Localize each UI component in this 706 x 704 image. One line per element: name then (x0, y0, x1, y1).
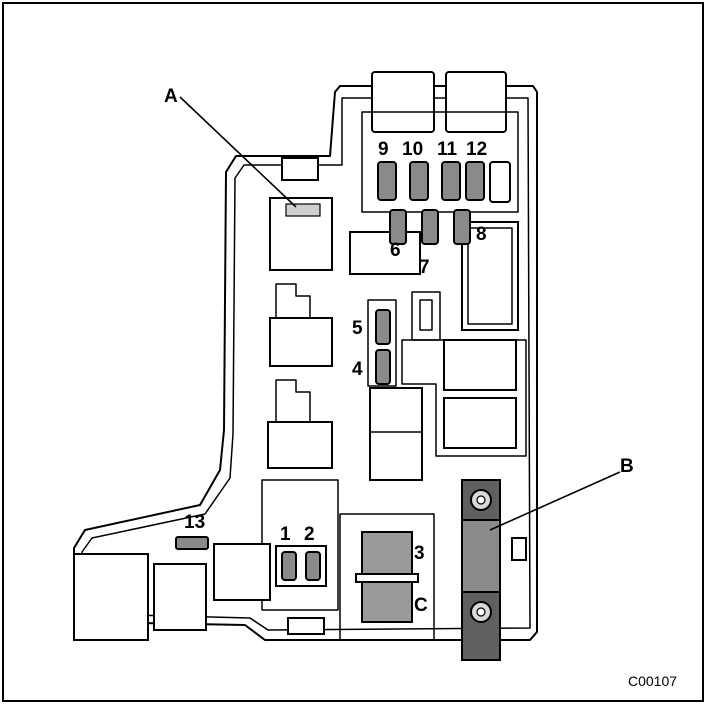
relay-center (369, 387, 423, 481)
callout-c: C (414, 595, 428, 616)
relay-right-1 (461, 221, 519, 331)
housing-inner-outline (81, 97, 531, 631)
fuse-spare-top (489, 161, 511, 203)
label-fuse-3: 3 (414, 543, 425, 564)
label-fuse-11: 11 (437, 139, 458, 160)
external-relay-1 (73, 553, 149, 641)
label-fuse-13: 13 (184, 512, 205, 533)
label-fuse-10: 10 (402, 139, 423, 160)
label-fuse-1: 1 (280, 524, 291, 545)
fuse-c-frame (339, 513, 435, 641)
small-block-lower (213, 543, 271, 601)
fuse-6 (389, 209, 407, 245)
fuse-c-upper (361, 531, 413, 575)
relay-left-2 (269, 317, 333, 367)
fuse-rail-top (361, 111, 519, 213)
bottom-tab (287, 617, 325, 635)
top-relay-right (445, 71, 507, 133)
leader-b (489, 471, 621, 531)
block-below-fuse-6 (349, 231, 421, 275)
connector-a-latch (285, 203, 321, 217)
fusible-link-b-bolt-bottom-center (476, 607, 486, 617)
label-fuse-8: 8 (476, 224, 487, 245)
relay-right-1-inner (467, 227, 513, 325)
fuse-4-5-holder (367, 299, 397, 387)
relay-right-2 (443, 339, 517, 391)
connector-a-top (281, 157, 319, 181)
fuse-9 (377, 161, 397, 201)
fuse-12 (465, 161, 485, 201)
fusible-link-b-body (461, 519, 501, 593)
leader-a (179, 96, 297, 208)
fuse-c-bar (355, 573, 419, 583)
label-fuse-7: 7 (419, 257, 430, 278)
fuse-4 (375, 349, 391, 385)
center-connector (411, 291, 441, 341)
fuse-5 (375, 309, 391, 345)
callout-a: A (164, 86, 178, 107)
label-fuse-6: 6 (390, 240, 401, 261)
label-fuse-12: 12 (466, 139, 487, 160)
fusible-link-b-bolt-top-center (476, 495, 486, 505)
figure-code: C00107 (628, 673, 677, 689)
fuse-13 (175, 536, 209, 550)
fuse-11 (441, 161, 461, 201)
label-fuse-5: 5 (352, 318, 363, 339)
relay-right-frame (401, 339, 527, 457)
fuse-1 (281, 551, 297, 581)
label-fuse-4: 4 (352, 359, 363, 380)
fuse-8 (453, 209, 471, 245)
callout-b: B (620, 456, 634, 477)
fuse-2 (305, 551, 321, 581)
top-relay-left (371, 71, 435, 133)
fuse-c-lower (361, 581, 413, 623)
external-relay-2 (153, 563, 207, 631)
label-fuse-9: 9 (378, 139, 389, 160)
fuse-10 (409, 161, 429, 201)
relay-left-3 (267, 421, 333, 469)
fusible-link-b-tab (511, 537, 527, 561)
relay-right-3 (443, 397, 517, 449)
label-fuse-2: 2 (304, 524, 315, 545)
fuse-7 (421, 209, 439, 245)
